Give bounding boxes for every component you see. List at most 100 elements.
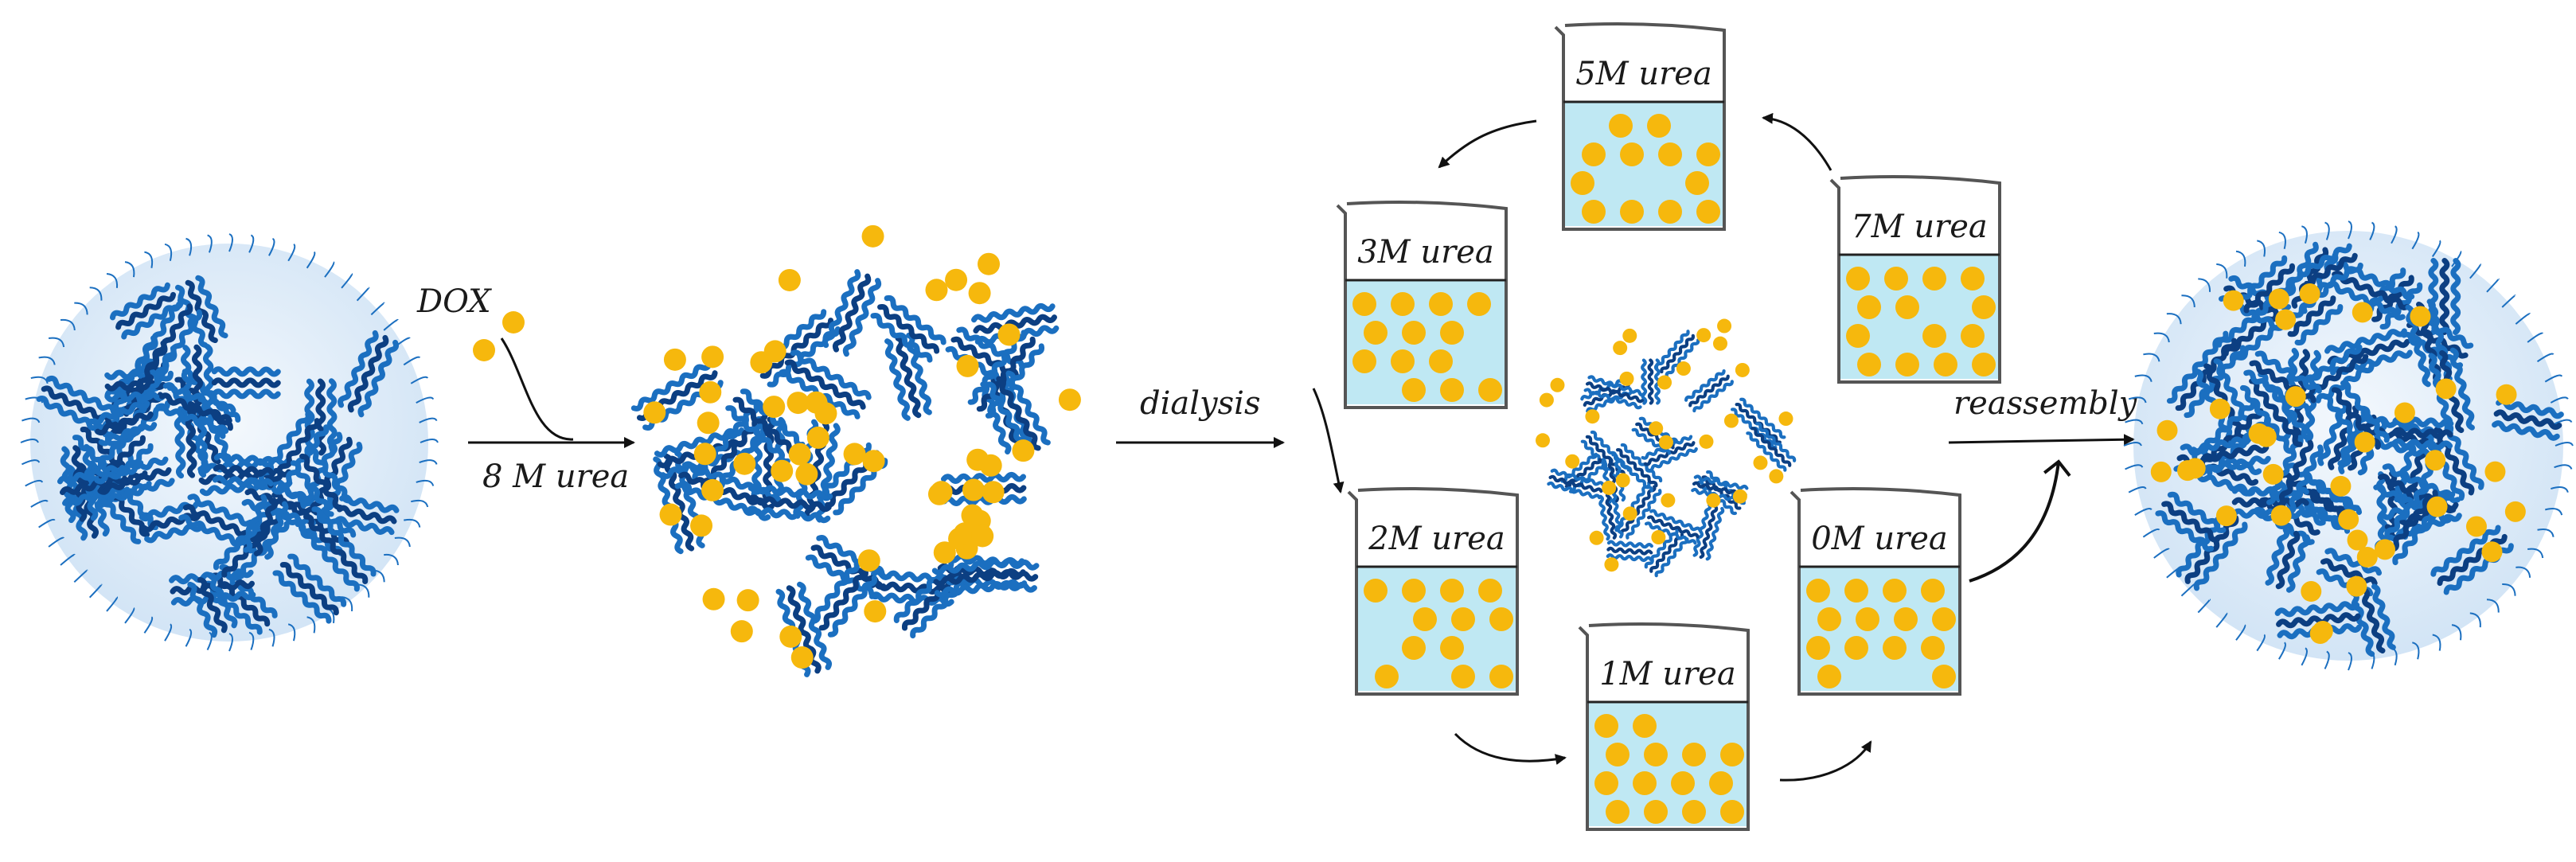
dox-drop	[1709, 771, 1733, 795]
dox-drop	[1778, 411, 1793, 427]
dox-drop	[862, 450, 885, 473]
helix-bundle	[884, 332, 932, 421]
dox-drop	[1375, 665, 1399, 688]
dox-drop	[1633, 714, 1657, 738]
helix-bundle	[745, 483, 833, 524]
dox-drop	[1651, 530, 1666, 545]
dox-drop	[1602, 480, 1617, 495]
dox-drop	[2346, 575, 2367, 597]
dox-drop	[2354, 431, 2375, 453]
dox-drop	[843, 443, 866, 466]
helix-bundle	[2265, 527, 2311, 593]
dox-drop	[699, 380, 722, 404]
dox-drop	[2285, 386, 2306, 408]
dox-drop	[1467, 292, 1491, 316]
dox-drop	[1682, 743, 1706, 766]
dox-drop	[1649, 421, 1664, 436]
beaker-7m: 7M urea	[1829, 175, 2001, 384]
dox-drop	[1817, 665, 1841, 688]
dox-drop	[1413, 607, 1437, 631]
dox-drop	[971, 525, 994, 548]
dox-drop	[779, 625, 802, 648]
helix-bundle	[212, 452, 275, 489]
cycle-arrow	[1312, 388, 1345, 493]
dox-drop	[1934, 353, 1957, 376]
dox-loaded-ferritin-cage	[2123, 220, 2574, 671]
helix-bundle	[2350, 583, 2396, 657]
dox-drop	[733, 452, 756, 475]
dox-drop	[1364, 579, 1388, 603]
dialysis-label: dialysis	[1140, 385, 1260, 422]
dox-drop	[806, 426, 829, 449]
dox-drop	[788, 443, 811, 466]
dox-drop	[930, 481, 953, 504]
reassembly-arrow	[1948, 434, 2135, 446]
dox-drop	[2215, 505, 2237, 527]
dox-drop	[701, 478, 724, 501]
helix-bundle	[295, 506, 377, 592]
dox-drop	[1440, 636, 1464, 660]
dox-drop	[1582, 200, 1606, 224]
dox-drop	[1921, 636, 1945, 660]
dox-drop	[1402, 579, 1426, 603]
dox-drop	[2330, 475, 2352, 497]
dox-drop	[1571, 171, 1594, 195]
dox-drop	[1644, 800, 1668, 824]
dox-drop	[1402, 378, 1426, 402]
beaker-3m: 3M urea	[1336, 201, 1508, 409]
dox-drop	[1429, 292, 1453, 316]
helix-bundle	[187, 571, 238, 638]
helix-bundle	[1614, 481, 1662, 540]
helix-bundle	[931, 557, 1028, 598]
helix-bundle	[1692, 503, 1725, 561]
urea8-label: 8 M urea	[482, 458, 629, 495]
beaker-2m: 2M urea	[1347, 487, 1519, 696]
helix-bundle	[2298, 243, 2363, 297]
beaker-5m: 5M urea	[1554, 22, 1726, 231]
dox-drop	[1647, 114, 1671, 138]
dox-drop	[2270, 505, 2292, 526]
helix-bundle	[870, 294, 946, 363]
dox-drop	[1402, 636, 1426, 660]
dox-drop	[1622, 328, 1637, 343]
dox-drop	[1619, 371, 1634, 386]
dox-drop	[1712, 336, 1727, 351]
dox-drop	[2156, 419, 2178, 441]
dox-drop	[2356, 547, 2378, 568]
dox-drop	[1657, 375, 1672, 390]
dox-drop	[1932, 665, 1956, 688]
dox-drop	[1735, 362, 1750, 377]
dox-drop	[1846, 324, 1870, 348]
dox-drop	[962, 478, 985, 501]
beaker-glass	[1554, 22, 1726, 231]
dox-drop	[857, 549, 880, 572]
dox-drop	[1706, 493, 1721, 508]
dox-drop	[643, 401, 666, 424]
dox-drop	[2435, 378, 2457, 400]
beaker-glass	[1829, 175, 2001, 384]
dox-drop	[1606, 743, 1630, 766]
dox-drop	[2496, 384, 2517, 405]
beaker-label: 5M urea	[1575, 56, 1712, 92]
cycle-arrow	[1762, 112, 1832, 171]
dox-drop	[1806, 579, 1830, 603]
helix-bundle	[211, 366, 281, 400]
dox-drop	[1391, 349, 1415, 373]
helix-bundle	[1746, 422, 1797, 472]
beaker-0m: 0M urea	[1790, 487, 1961, 696]
dox-drop	[997, 323, 1021, 346]
dox-drop	[1585, 409, 1600, 424]
dox-drop	[730, 620, 753, 643]
dox-drop	[2262, 463, 2284, 485]
dox-drop	[1972, 295, 1996, 319]
helix-bundle	[338, 330, 400, 418]
dox-drop	[1658, 200, 1682, 224]
dox-drop	[1922, 267, 1946, 291]
dox-drop	[1658, 142, 1682, 166]
dox-drop	[1720, 743, 1744, 766]
dox-drop	[795, 462, 818, 486]
dox-drop	[1661, 493, 1676, 508]
dox-drop	[1594, 771, 1618, 795]
dox-drop	[1658, 435, 1673, 450]
dox-label: DOX	[416, 283, 492, 320]
